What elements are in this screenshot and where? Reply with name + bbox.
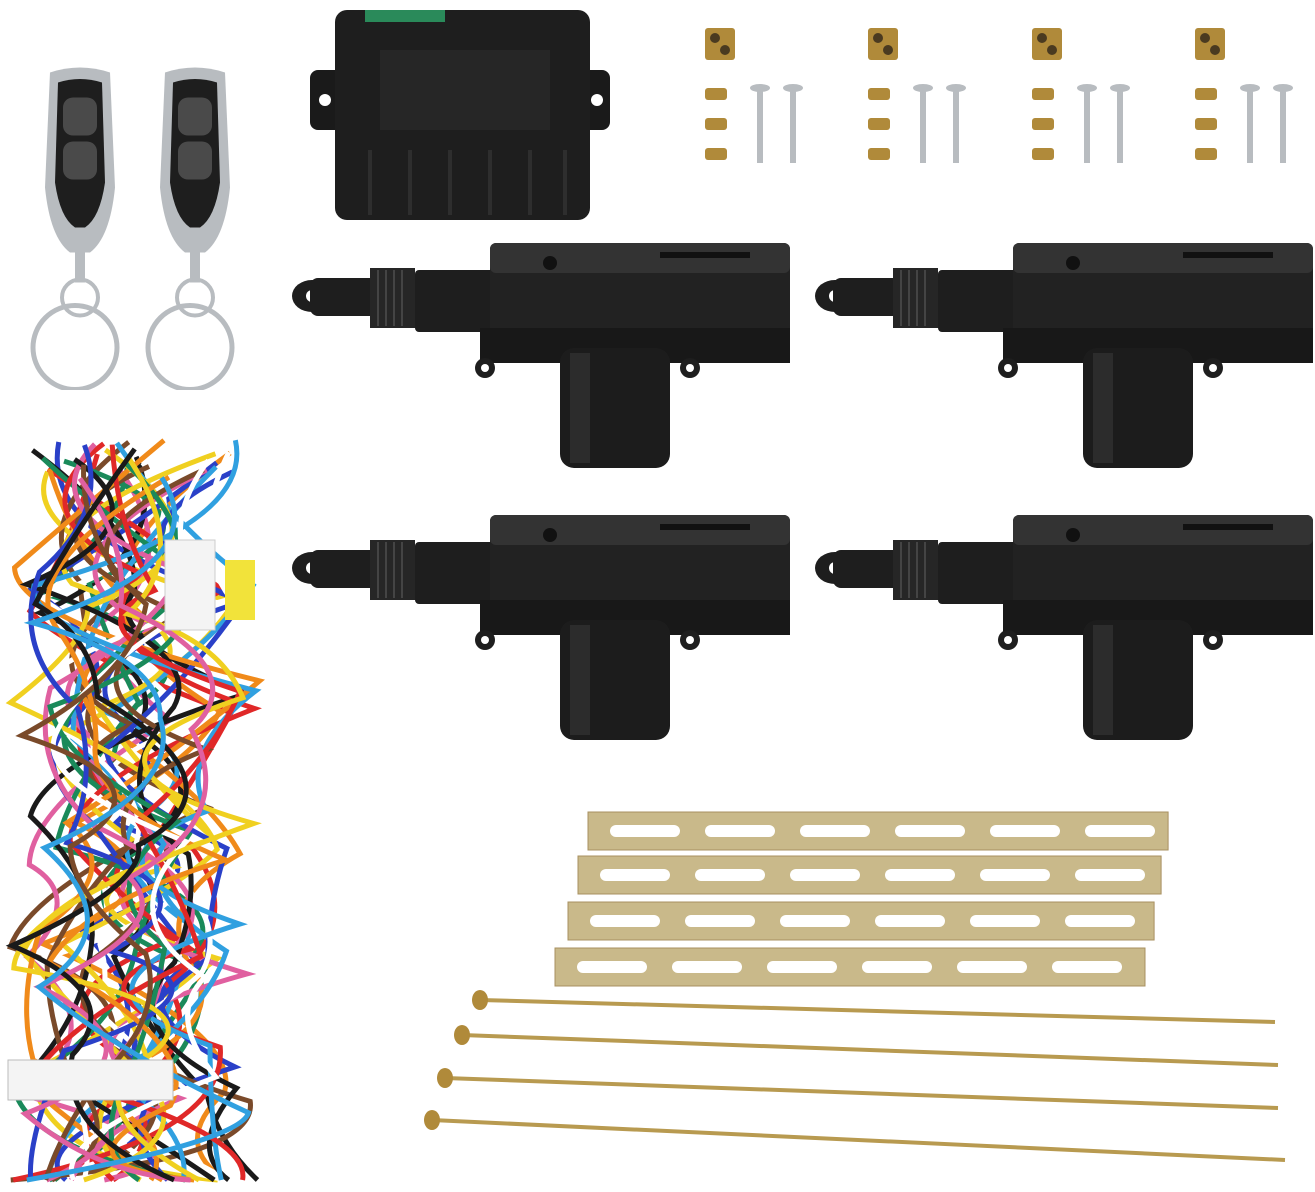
linkage-rod xyxy=(424,1110,1286,1162)
door-lock-actuator xyxy=(291,514,790,741)
wire xyxy=(45,475,233,1183)
wire-connector xyxy=(164,539,216,631)
screw-hardware-set xyxy=(868,28,966,163)
linkage-rod xyxy=(454,1025,1279,1067)
wire xyxy=(20,451,219,1183)
key-fob-remote xyxy=(148,68,232,390)
mounting-plate xyxy=(587,811,1169,851)
harness-plug xyxy=(7,1059,174,1101)
linkage-rod xyxy=(437,1068,1279,1110)
door-lock-actuator xyxy=(291,242,790,469)
linkage-rods xyxy=(424,990,1286,1162)
linkage-rod xyxy=(472,990,1276,1024)
control-box xyxy=(310,10,610,220)
screw-hardware-set xyxy=(1032,28,1130,163)
mounting-plate xyxy=(567,901,1155,941)
mounting-plate xyxy=(577,855,1162,895)
door-lock-actuator xyxy=(814,514,1313,741)
door-lock-actuator xyxy=(814,242,1313,469)
wire xyxy=(23,476,252,1183)
mounting-plates xyxy=(554,811,1169,987)
key-fob-remote xyxy=(33,68,117,390)
screw-hardware-set xyxy=(705,28,803,163)
wiring-harness xyxy=(5,438,265,1183)
fuse-icon xyxy=(225,560,255,620)
wire xyxy=(5,447,189,1183)
wire xyxy=(20,476,216,1183)
mounting-plate xyxy=(554,947,1146,987)
screw-hardware-set xyxy=(1195,28,1293,163)
